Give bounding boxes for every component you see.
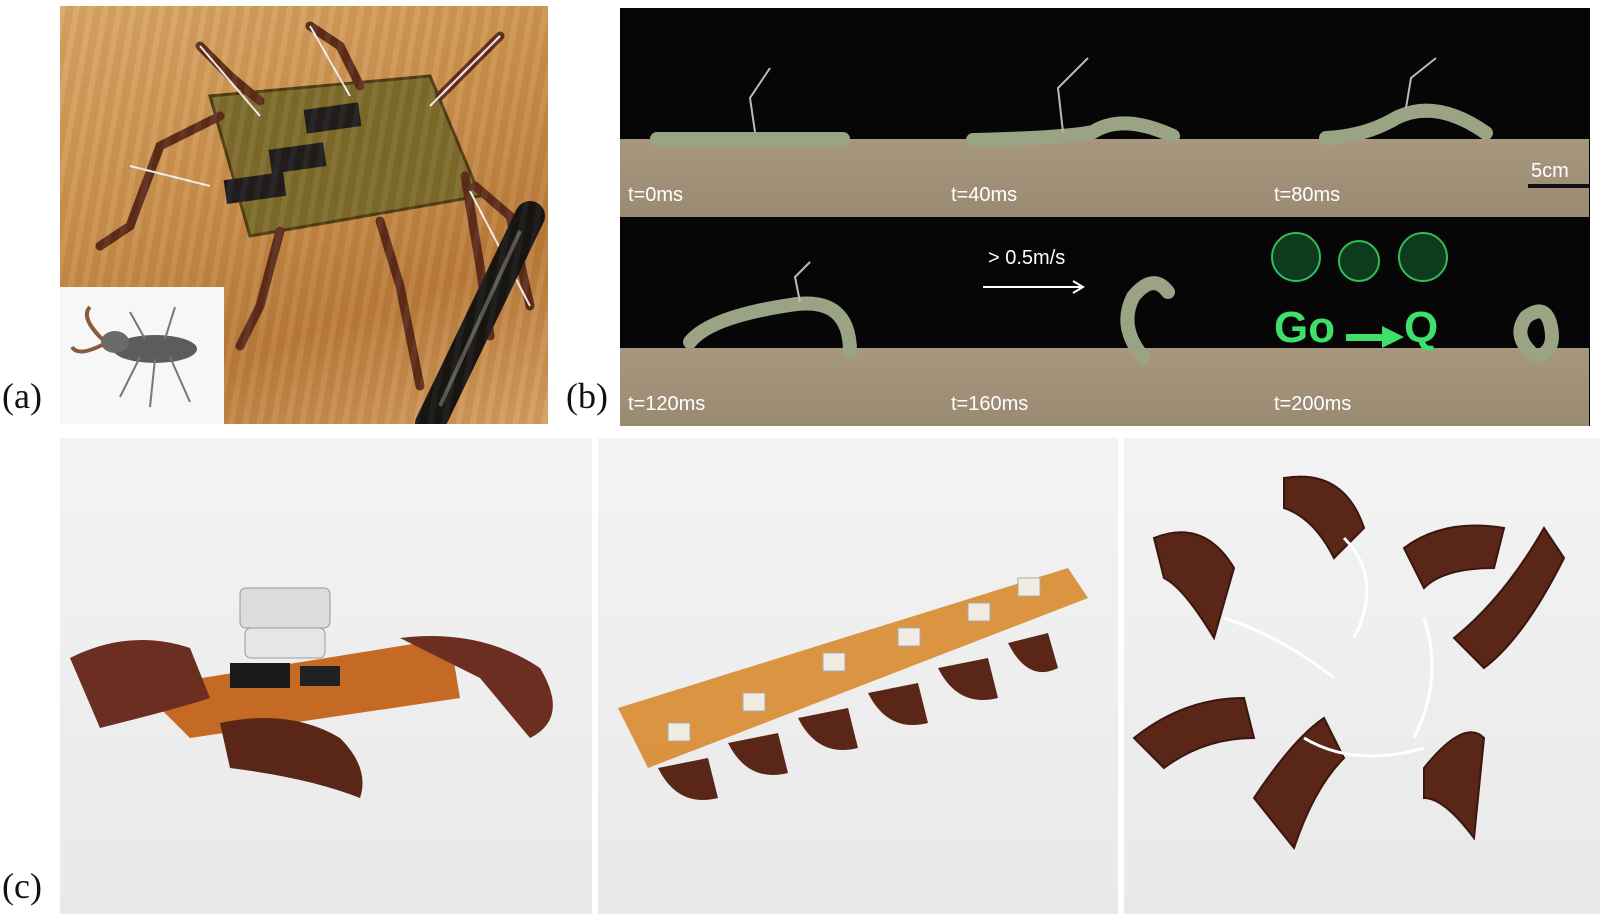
- frame-caption: t=200ms: [1274, 393, 1352, 415]
- caterpillar-soft-robot-photo: [598, 438, 1118, 914]
- caterpillar-robot: [683, 261, 857, 359]
- ground: [620, 348, 943, 426]
- bubble-shapes: [1271, 232, 1559, 364]
- frame-caption: t=160ms: [951, 393, 1029, 415]
- panel-label-a: (a): [2, 376, 42, 416]
- caterpillar-robot: [966, 57, 1180, 147]
- ground: [620, 139, 943, 217]
- arrow-right-icon: [1346, 326, 1404, 348]
- frame-caption: t=80ms: [1274, 184, 1341, 206]
- caterpillar-robot: [650, 67, 850, 146]
- frame-caption: t=40ms: [951, 184, 1018, 206]
- rolling-robot-sequence: t=0ms t=40ms 5cm t=80ms t=120ms: [620, 8, 1590, 426]
- quadruped-soft-robot-photo: [60, 438, 592, 914]
- frame-caption: t=0ms: [628, 184, 684, 206]
- ground: [1266, 348, 1589, 426]
- ground: [1266, 139, 1589, 217]
- ground: [943, 139, 1266, 217]
- ground: [943, 348, 1266, 426]
- caterpillar-robot: [983, 276, 1175, 364]
- q-label: Q: [1404, 303, 1439, 352]
- frame-t40: t=40ms: [943, 8, 1266, 217]
- frame-t120: t=120ms: [620, 217, 943, 426]
- panel-label-c: (c): [2, 866, 42, 906]
- frame-t0: t=0ms: [620, 8, 943, 217]
- stag-beetle-inset: [60, 287, 224, 424]
- go-label: Go: [1274, 303, 1336, 352]
- caterpillar-robot: [1319, 57, 1589, 188]
- scale-bar-label: 5cm: [1531, 160, 1569, 182]
- frame-t200: Go Q t=200ms: [1266, 217, 1589, 426]
- frame-t80: 5cm t=80ms: [1266, 8, 1589, 217]
- star-shaped-soft-robot-photo: [1124, 438, 1600, 914]
- hexapod-robot-photo: [60, 6, 548, 424]
- frame-t160: > 0.5m/s t=160ms: [943, 217, 1266, 426]
- speed-label: > 0.5m/s: [988, 247, 1066, 269]
- panel-label-b: (b): [566, 376, 608, 416]
- frame-caption: t=120ms: [628, 393, 706, 415]
- hexapod-robot-illustration: [95, 21, 545, 424]
